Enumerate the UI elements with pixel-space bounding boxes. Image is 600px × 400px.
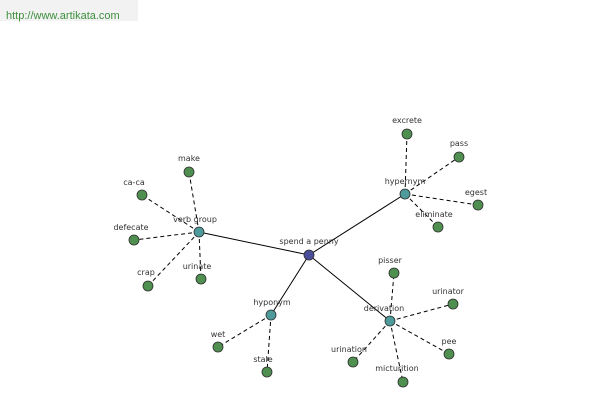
node-leaf-urinator-label: urinator	[432, 287, 465, 296]
node-leaf-egest[interactable]	[472, 199, 484, 211]
node-relation-hyponym-label: hyponym	[253, 298, 291, 307]
node-root-label: spend a penny	[279, 237, 338, 246]
edge-hypernym-pass	[404, 156, 460, 195]
node-relation-hypernym-label: hypernym	[385, 177, 426, 186]
edge-hyponym-wet	[217, 314, 272, 348]
node-leaf-micturition[interactable]	[397, 376, 409, 388]
node-leaf-urinator[interactable]	[447, 298, 459, 310]
edge-hypernym-eliminate	[404, 193, 439, 228]
edge-derivation-urinator	[389, 303, 454, 322]
node-leaf-wet-label: wet	[211, 330, 226, 339]
node-relation-hyponym[interactable]	[265, 309, 277, 321]
node-leaf-excrete-label: excrete	[392, 116, 422, 125]
node-leaf-urinate-label: urinate	[183, 262, 212, 271]
node-leaf-defecate[interactable]	[128, 234, 140, 246]
node-leaf-pee[interactable]	[443, 348, 455, 360]
edge-verb-group-ca-ca	[141, 194, 200, 233]
node-leaf-eliminate-label: eliminate	[415, 210, 452, 219]
edge-root-hypernym	[308, 193, 406, 256]
edge-hyponym-stale	[266, 314, 272, 373]
edge-derivation-pisser	[389, 272, 395, 322]
edge-verb-group-make	[188, 171, 200, 233]
node-leaf-ca-ca-label: ca-ca	[123, 178, 145, 187]
node-leaf-urinate[interactable]	[195, 273, 207, 285]
node-leaf-pass-label: pass	[450, 139, 468, 148]
edge-derivation-urination	[352, 320, 391, 363]
node-leaf-crap-label: crap	[137, 268, 155, 277]
node-leaf-defecate-label: defecate	[113, 223, 148, 232]
node-leaf-pee-label: pee	[442, 337, 457, 346]
node-relation-hypernym[interactable]	[399, 188, 411, 200]
node-leaf-stale-label: stale	[253, 355, 272, 364]
node-leaf-pass[interactable]	[453, 151, 465, 163]
node-root[interactable]	[303, 249, 315, 261]
node-leaf-urination-label: urination	[331, 345, 367, 354]
edge-hypernym-excrete	[404, 133, 408, 195]
edge-root-hyponym	[270, 254, 310, 316]
edges-layer	[133, 133, 479, 383]
nodes-layer: spend a penny make ca-ca defecate crap urinat…	[113, 116, 487, 388]
node-leaf-make-label: make	[178, 154, 200, 163]
node-relation-derivation-label: derivation	[364, 304, 404, 313]
node-relation-verb-group-label: verb group	[173, 215, 217, 224]
node-leaf-stale[interactable]	[261, 366, 273, 378]
node-leaf-urination[interactable]	[347, 356, 359, 368]
node-leaf-wet[interactable]	[212, 341, 224, 353]
node-leaf-make[interactable]	[183, 166, 195, 178]
node-leaf-crap[interactable]	[142, 280, 154, 292]
node-leaf-excrete[interactable]	[401, 128, 413, 140]
edge-verb-group-crap	[147, 231, 200, 287]
url-banner: http://www.artikata.com	[0, 0, 138, 22]
node-leaf-micturition-label: micturition	[375, 364, 418, 373]
url-text: http://www.artikata.com	[6, 10, 120, 22]
edge-verb-group-defecate	[133, 231, 200, 241]
node-leaf-ca-ca[interactable]	[136, 189, 148, 201]
edge-verb-group-urinate	[198, 231, 202, 280]
node-leaf-egest-label: egest	[465, 188, 487, 197]
node-relation-verb-group[interactable]	[193, 226, 205, 238]
edge-root-derivation	[308, 254, 391, 322]
edge-root-verb-group	[198, 231, 310, 256]
node-leaf-pisser-label: pisser	[378, 256, 403, 265]
edge-derivation-pee	[389, 320, 450, 355]
node-leaf-eliminate[interactable]	[432, 221, 444, 233]
node-relation-derivation[interactable]	[384, 315, 396, 327]
edge-hypernym-egest	[404, 193, 479, 206]
edge-derivation-micturition	[389, 320, 404, 383]
node-leaf-pisser[interactable]	[388, 267, 400, 279]
